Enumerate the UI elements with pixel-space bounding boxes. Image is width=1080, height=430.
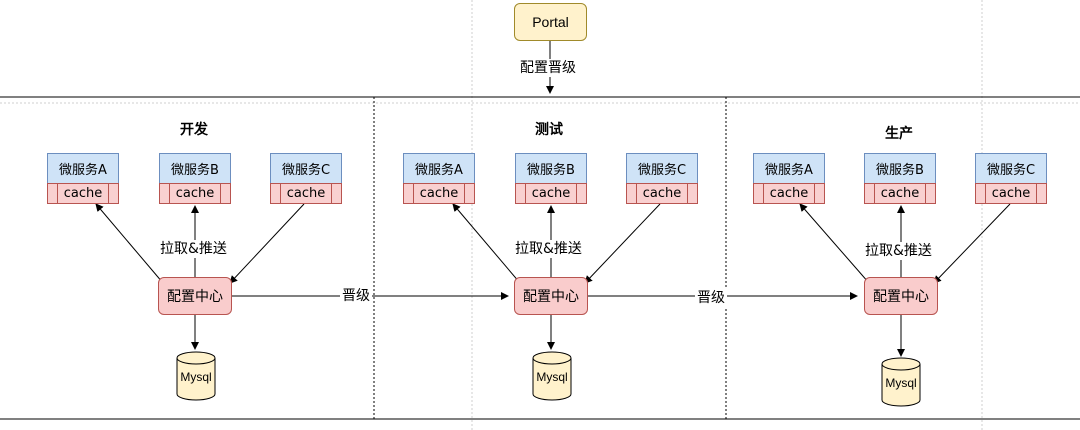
service-node[interactable]: 微服务A cache: [753, 153, 825, 205]
service-cache: cache: [975, 183, 1047, 204]
service-cache: cache: [626, 183, 698, 204]
promote-config-label: 配置晋级: [518, 59, 578, 77]
database-icon: [532, 351, 572, 401]
service-cache: cache: [159, 183, 231, 204]
env-title-test: 测试: [535, 122, 563, 138]
database-label: Mysql: [180, 370, 212, 384]
service-cache: cache: [753, 183, 825, 204]
database-node[interactable]: Mysql: [176, 351, 216, 401]
database-icon: [176, 351, 216, 401]
pull-push-label: 拉取&推送: [158, 240, 229, 258]
service-name: 微服务B: [159, 153, 231, 184]
portal-node[interactable]: Portal: [514, 3, 587, 41]
service-cache: cache: [515, 183, 587, 204]
service-name: 微服务A: [47, 153, 119, 184]
sync-arrow: [933, 203, 1011, 284]
config-center-node[interactable]: 配置中心: [158, 277, 232, 315]
pull-push-label: 拉取&推送: [513, 240, 584, 258]
env-title-prod: 生产: [885, 126, 913, 142]
promote-label: 晋级: [340, 287, 372, 305]
sync-arrow: [584, 203, 661, 284]
sync-arrow: [95, 203, 171, 291]
service-name: 微服务B: [864, 153, 936, 184]
service-name: 微服务A: [403, 153, 475, 184]
service-cache: cache: [864, 183, 936, 204]
config-center-node[interactable]: 配置中心: [514, 277, 588, 315]
config-center-node[interactable]: 配置中心: [864, 277, 938, 315]
service-name: 微服务C: [270, 153, 342, 184]
database-node[interactable]: Mysql: [532, 351, 572, 401]
service-name: 微服务A: [753, 153, 825, 184]
service-cache: cache: [47, 183, 119, 204]
service-node[interactable]: 微服务B cache: [864, 153, 936, 205]
sync-arrow: [452, 203, 528, 291]
service-cache: cache: [403, 183, 475, 204]
service-node[interactable]: 微服务A cache: [47, 153, 119, 205]
promote-label: 晋级: [695, 289, 727, 307]
service-cache: cache: [270, 183, 342, 204]
sync-arrow: [229, 203, 305, 284]
service-name: 微服务B: [515, 153, 587, 184]
sync-arrow: [799, 203, 877, 291]
database-icon: [881, 357, 921, 407]
service-node[interactable]: 微服务B cache: [515, 153, 587, 205]
database-label: Mysql: [885, 376, 917, 390]
service-node[interactable]: 微服务B cache: [159, 153, 231, 205]
env-title-dev: 开发: [180, 122, 208, 138]
service-name: 微服务C: [626, 153, 698, 184]
service-node[interactable]: 微服务A cache: [403, 153, 475, 205]
service-node[interactable]: 微服务C cache: [975, 153, 1047, 205]
pull-push-label: 拉取&推送: [863, 242, 934, 260]
service-node[interactable]: 微服务C cache: [626, 153, 698, 205]
database-node[interactable]: Mysql: [881, 357, 921, 407]
database-label: Mysql: [536, 370, 568, 384]
service-node[interactable]: 微服务C cache: [270, 153, 342, 205]
service-name: 微服务C: [975, 153, 1047, 184]
